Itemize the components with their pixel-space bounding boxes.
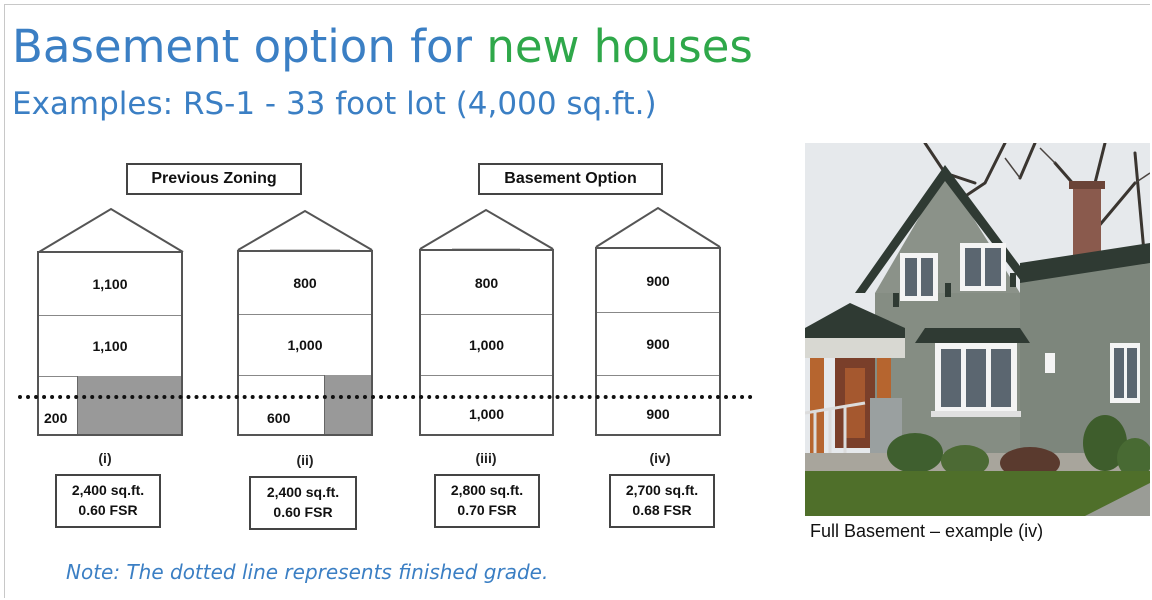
house-iii-fsr: 0.70 FSR bbox=[457, 502, 517, 518]
house-ii: 800 1,000 600 bbox=[237, 250, 373, 436]
house-iv-stats: 2,700 sq.ft. 0.68 FSR bbox=[609, 474, 715, 528]
house-i-upper-floor: 1,100 bbox=[39, 253, 181, 316]
house-iii-main-value: 1,000 bbox=[468, 336, 505, 353]
house-ii-main-value: 1,000 bbox=[287, 336, 323, 353]
house-i-stats: 2,400 sq.ft. 0.60 FSR bbox=[55, 474, 161, 528]
house-ii-upper-floor: 800 bbox=[239, 252, 371, 315]
slide-frame bbox=[4, 4, 1150, 598]
house-iv: 900 900 900 bbox=[595, 247, 721, 436]
title-main: Basement option for bbox=[12, 20, 487, 73]
house-iii-upper-floor: 800 bbox=[421, 251, 552, 315]
house-i-numeral: (i) bbox=[98, 450, 112, 466]
house-ii-main-floor: 1,000 bbox=[239, 314, 371, 376]
slide-title: Basement option for new houses bbox=[12, 20, 753, 74]
house-i-roof bbox=[38, 207, 184, 253]
house-photo-illustration bbox=[805, 143, 1150, 516]
house-iv-main-floor: 900 bbox=[597, 312, 719, 376]
house-iv-basement: 900 bbox=[597, 375, 719, 436]
house-iv-basement-value: 900 bbox=[646, 405, 670, 422]
house-iii-numeral: (iii) bbox=[475, 450, 497, 466]
house-iii-upper-value: 800 bbox=[474, 274, 499, 291]
house-iv-roof bbox=[595, 206, 721, 248]
house-i: 1,100 1,100 200 bbox=[37, 251, 183, 436]
house-iv-upper-floor: 900 bbox=[597, 249, 719, 313]
title-accent: new houses bbox=[486, 20, 753, 73]
house-iv-sqft: 2,700 sq.ft. bbox=[625, 482, 699, 498]
house-ii-fsr: 0.60 FSR bbox=[273, 504, 333, 520]
slide-subtitle: Examples: RS-1 - 33 foot lot (4,000 sq.f… bbox=[12, 86, 657, 122]
house-iv-fsr: 0.68 FSR bbox=[632, 502, 692, 518]
house-ii-roof bbox=[237, 209, 373, 251]
house-i-basement-value: 200 bbox=[44, 410, 68, 426]
house-i-main-value: 1,100 bbox=[92, 337, 128, 354]
house-ii-stats: 2,400 sq.ft. 0.60 FSR bbox=[249, 476, 357, 530]
house-i-unfinished-basement bbox=[77, 376, 181, 434]
house-iii: 800 1,000 1,000 bbox=[419, 249, 554, 436]
house-iii-stats: 2,800 sq.ft. 0.70 FSR bbox=[434, 474, 540, 528]
house-iii-roof bbox=[419, 208, 554, 250]
house-ii-numeral: (ii) bbox=[296, 452, 314, 468]
house-i-main-floor: 1,100 bbox=[39, 315, 181, 377]
house-ii-unfinished-basement bbox=[324, 375, 371, 434]
basement-option-label: Basement Option bbox=[478, 163, 663, 195]
house-iv-main-value: 900 bbox=[646, 335, 670, 352]
photo-caption: Full Basement – example (iv) bbox=[810, 521, 1044, 541]
house-i-sqft: 2,400 sq.ft. bbox=[71, 482, 145, 498]
house-iii-basement: 1,000 bbox=[421, 375, 552, 436]
house-iv-upper-value: 900 bbox=[646, 272, 670, 289]
house-iv-numeral: (iv) bbox=[649, 450, 671, 466]
house-i-fsr: 0.60 FSR bbox=[78, 502, 138, 518]
house-iii-main-floor: 1,000 bbox=[421, 314, 552, 376]
example-house-photo bbox=[805, 143, 1150, 516]
house-iii-basement-value: 1,000 bbox=[468, 405, 505, 422]
house-iii-sqft: 2,800 sq.ft. bbox=[450, 482, 524, 498]
house-ii-upper-value: 800 bbox=[293, 275, 317, 291]
finished-grade-line bbox=[18, 395, 753, 399]
previous-zoning-label: Previous Zoning bbox=[126, 163, 302, 195]
house-ii-sqft: 2,400 sq.ft. bbox=[266, 484, 340, 500]
house-i-upper-value: 1,100 bbox=[92, 276, 128, 292]
house-ii-basement-value: 600 bbox=[267, 410, 291, 426]
grade-note: Note: The dotted line represents finishe… bbox=[66, 560, 549, 584]
